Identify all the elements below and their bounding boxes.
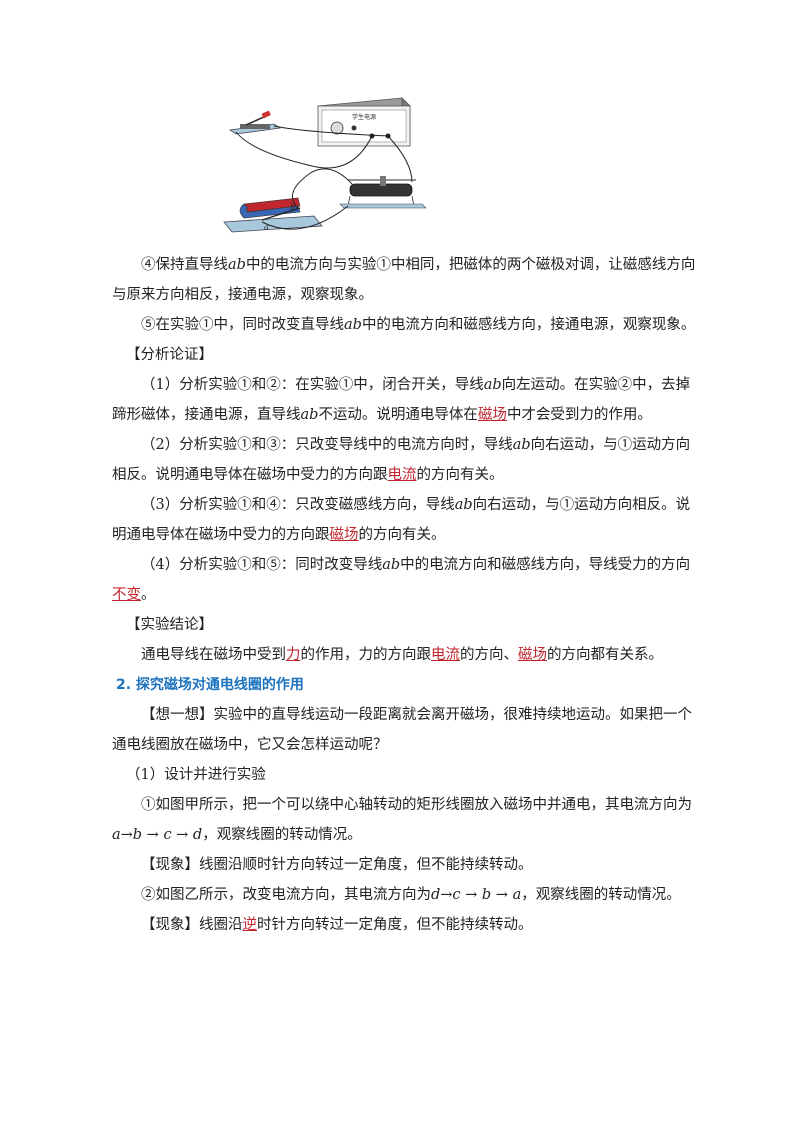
experiment-1: ①如图甲所示，把一个可以绕中心轴转动的矩形线圈放入磁场中并通电，其电流方向为 a→… [112,790,702,850]
paragraph-step-4: ④保持直导线ab中的电流方向与实验①中相同，把磁体的两个磁极对调，让磁感线方向与… [112,250,702,310]
answer-blank: 磁场 [329,527,359,543]
text: 【想一想】 [141,707,214,723]
text: 的方向有关。 [416,467,504,483]
text: （4）分析实验①和⑤：同时改变导线 [141,557,383,573]
text: 的方向都有关系。 [547,647,663,663]
text: 的方向有关。 [358,527,446,543]
answer-blank: 逆 [242,917,258,933]
text: 的作用，力的方向跟 [300,647,432,663]
text: （3）分析实验①和④：只改变磁感线方向，导线 [141,497,455,513]
text: 中的电流方向和磁感线方向，接通电源，观察现象。 [361,317,696,333]
wires [235,125,413,230]
power-supply: 学生电源 [317,97,411,147]
text: ab [382,557,401,573]
text: ，观察线圈的转动情况。 [202,827,362,843]
document-body: ④保持直导线ab中的电流方向与实验①中相同，把磁体的两个磁极对调，让磁感线方向与… [112,250,702,940]
heading-conclusion: 【实验结论】 [126,617,213,633]
experiment-2: ②如图乙所示，改变电流方向，其电流方向为d→c → b → a，观察线圈的转动情… [112,880,702,910]
text: ab [228,257,246,273]
device-label: 学生电源 [352,113,376,121]
text: 向右运动，与①运动方向相反。说明通电导体在磁场中受力的方向跟 [112,437,691,483]
text: 时针方向转过一定角度，但不能持续转动。 [257,917,533,933]
text: 的方向、 [460,647,518,663]
text: 中才会受到力的作用。 [506,407,652,423]
text: 中的电流方向和磁感线方向，导线受力的方向 [400,557,691,573]
rheostat [339,176,427,209]
text: ab [483,377,502,393]
text: 实验中的直导线运动一段距离就会离开磁场，很难持续地运动。如果把一个通电线圈放在磁… [112,707,692,753]
heading-analysis: 【分析论证】 [126,347,213,363]
answer-blank: 磁场 [518,647,547,663]
text: 。 [141,587,156,603]
text: 向右运动，与①运动方向相反。说明通电导体在磁场中受力的方向跟 [112,497,691,543]
svg-text:b: b [290,203,295,212]
text: ①如图甲所示，把一个可以绕中心轴转动的矩形线圈放入磁场中并通电，其电流方向为 [141,797,692,813]
text: 向左运动。在实验②中，去掉蹄形磁体，接通电源，直导线 [112,377,691,423]
think-paragraph: 【想一想】实验中的直导线运动一段距离就会离开磁场，很难持续地运动。如果把一个通电… [112,700,702,760]
text: 中的电流方向与实验①中相同，把磁体的两个磁极对调，让磁感线方向与原来方向相反，接… [112,257,696,303]
switch [228,110,282,135]
text: ④保持直导线 [141,257,228,273]
text: ab [512,437,531,453]
text: （2）分析实验①和③：只改变导线中的电流方向时，导线 [141,437,513,453]
text: ab [300,407,319,423]
text: 线圈沿 [199,917,243,933]
text: ab [454,497,473,513]
conclusion: 通电导线在磁场中受到力的作用，力的方向跟电流的方向、磁场的方向都有关系。 [112,640,702,670]
answer-blank: 不变 [112,587,141,603]
text: ，观察线圈的转动情况。 [521,887,681,903]
text: 【现象】 [141,857,199,873]
text: 不运动。说明通电导体在 [318,407,478,423]
subheading-design: （1）设计并进行实验 [126,767,266,783]
text: 【现象】 [141,917,199,933]
svg-text:a: a [264,223,269,232]
text: 通电导线在磁场中受到 [141,647,286,663]
apparatus-figure: 学生电源 a b [223,97,427,233]
text: （1）分析实验①和②：在实验①中，闭合开关，导线 [141,377,484,393]
analysis-3: （3）分析实验①和④：只改变磁感线方向，导线ab向右运动，与①运动方向相反。说明… [112,490,702,550]
phenomenon-1: 【现象】线圈沿顺时针方向转过一定角度，但不能持续转动。 [112,850,702,880]
text: ab [344,317,362,333]
text: ⑤在实验①中，同时改变直导线 [141,317,344,333]
knob-icon [330,121,344,135]
analysis-1: （1）分析实验①和②：在实验①中，闭合开关，导线ab向左运动。在实验②中，去掉蹄… [112,370,702,430]
answer-blank: 电流 [387,467,417,483]
text: 线圈沿顺时针方向转过一定角度，但不能持续转动。 [199,857,533,873]
answer-blank: 力 [286,647,301,663]
analysis-4: （4）分析实验①和⑤：同时改变导线ab中的电流方向和磁感线方向，导线受力的方向不… [112,550,702,610]
answer-blank: 电流 [431,647,460,663]
text: ②如图乙所示，改变电流方向，其电流方向为 [141,887,431,903]
phenomenon-2: 【现象】线圈沿逆时针方向转过一定角度，但不能持续转动。 [112,910,702,940]
text: a→b → c → d [112,827,203,843]
text: d→c → b → a [431,887,522,903]
analysis-2: （2）分析实验①和③：只改变导线中的电流方向时，导线ab向右运动，与①运动方向相… [112,430,702,490]
answer-blank: 磁场 [477,407,507,423]
section-heading: 2. 探究磁场对通电线圈的作用 [116,677,304,693]
horseshoe-magnet: a b [223,197,323,233]
paragraph-step-5: ⑤在实验①中，同时改变直导线ab中的电流方向和磁感线方向，接通电源，观察现象。 [112,310,702,340]
